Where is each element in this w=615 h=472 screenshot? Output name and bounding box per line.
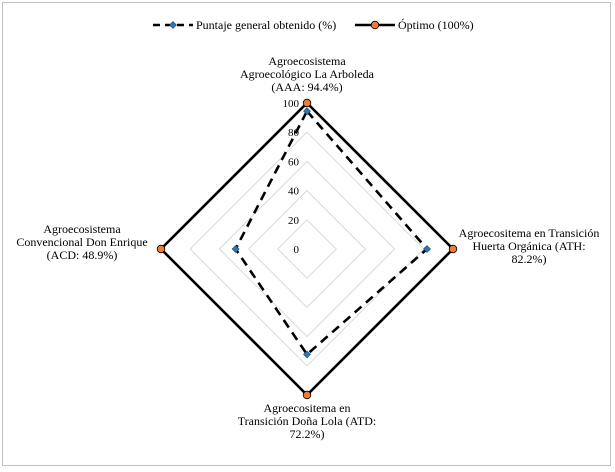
axis-label-line: (ACD: 48.9%) bbox=[47, 248, 118, 262]
series-group bbox=[156, 98, 458, 400]
axis-label-line: Agroecosistema bbox=[268, 54, 346, 68]
axis-label-line: 82.2%) bbox=[512, 252, 547, 266]
tick-label-0: 0 bbox=[294, 244, 300, 256]
legend-label-optimo: Óptimo (100%) bbox=[398, 18, 474, 32]
axis-label-line: Agroecosistema bbox=[43, 222, 121, 236]
tick-labels: 0 20 40 60 80 100 bbox=[283, 98, 300, 256]
axis-label-line: Huerta Orgánica (ATH: bbox=[472, 239, 585, 253]
radar-chart: Puntaje general obtenido (%) Óptimo (100%… bbox=[16, 18, 599, 441]
tick-label-40: 40 bbox=[288, 186, 300, 198]
grid-ring bbox=[218, 160, 396, 338]
grid-ring bbox=[189, 131, 425, 367]
puntaje-point bbox=[231, 245, 240, 253]
legend-marker-optimo bbox=[370, 20, 380, 30]
optimo-point bbox=[302, 390, 312, 400]
legend: Puntaje general obtenido (%) Óptimo (100%… bbox=[153, 18, 474, 32]
tick-label-80: 80 bbox=[288, 127, 300, 139]
chart-frame: Puntaje general obtenido (%) Óptimo (100%… bbox=[2, 2, 611, 466]
legend-label-puntaje: Puntaje general obtenido (%) bbox=[196, 18, 336, 32]
axis-label-line: Convencional Don Enrique bbox=[16, 235, 147, 249]
tick-label-60: 60 bbox=[288, 156, 300, 168]
grid-ring bbox=[247, 189, 367, 309]
puntaje-point bbox=[303, 350, 311, 359]
optimo-point bbox=[448, 244, 458, 254]
axis-label-line: Agroecológico La Arboleda bbox=[240, 67, 375, 81]
legend-marker-puntaje bbox=[169, 21, 177, 29]
puntaje-point bbox=[423, 245, 431, 253]
optimo-point bbox=[302, 98, 312, 108]
axis-label-line: Agroecositema en bbox=[264, 401, 351, 415]
axis-label-line: (AAA: 94.4%) bbox=[271, 80, 342, 94]
axis-label-line: Agroecositema en Transición bbox=[459, 226, 600, 240]
tick-label-100: 100 bbox=[283, 98, 300, 110]
tick-label-20: 20 bbox=[288, 215, 300, 227]
optimo-point bbox=[156, 244, 166, 254]
axis-label-line: Transición Doña Lola (ATD: bbox=[238, 414, 377, 428]
puntaje-point bbox=[303, 107, 311, 116]
axis-label-line: 72.2%) bbox=[290, 427, 325, 441]
grid-ring bbox=[277, 219, 337, 279]
series-line-puntaje bbox=[234, 108, 429, 357]
